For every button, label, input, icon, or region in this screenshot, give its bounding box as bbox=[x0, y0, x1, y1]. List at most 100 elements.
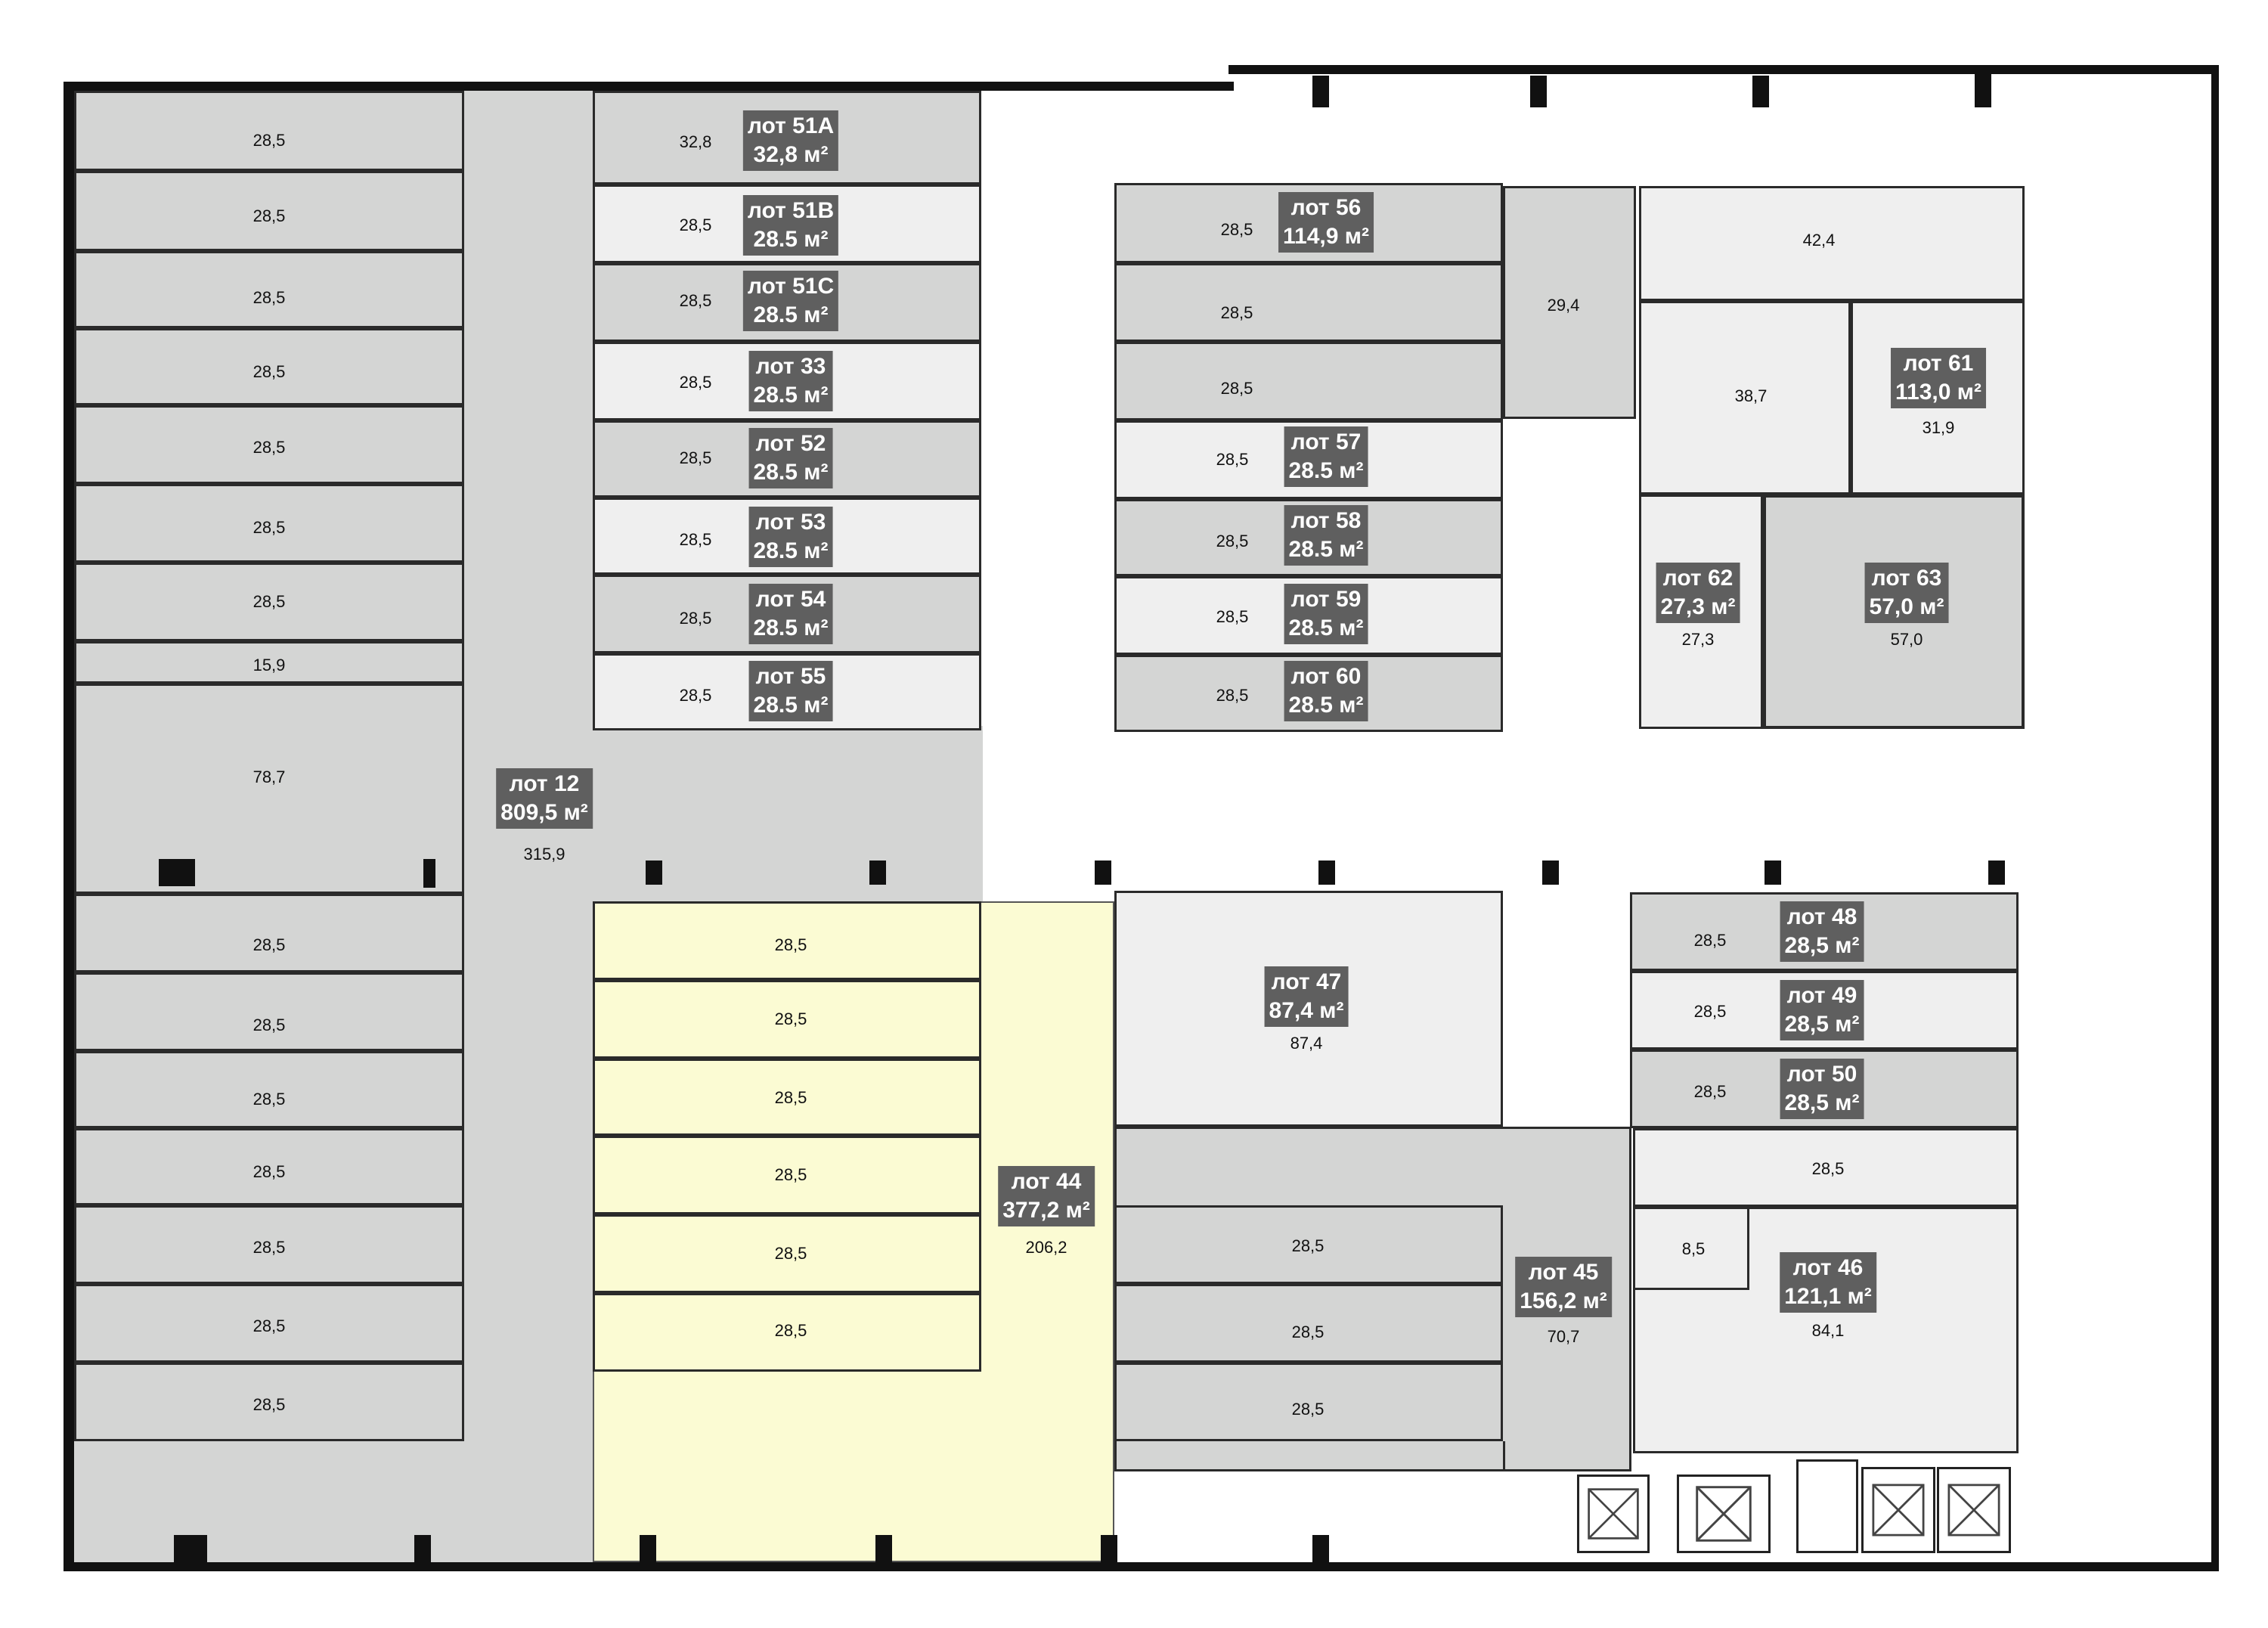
lot-area: 28.5 м² bbox=[753, 383, 829, 408]
lot-name: лот 12 bbox=[509, 771, 580, 796]
lot-tag-12[interactable]: лот 12 809,5 м² bbox=[496, 768, 593, 829]
open-area-top bbox=[981, 91, 2211, 181]
lot-44-cell-3[interactable] bbox=[593, 1059, 981, 1136]
lot-area: 114,9 м² bbox=[1283, 224, 1369, 249]
lot-area: 28.5 м² bbox=[753, 616, 829, 640]
lot-name: лот 50 bbox=[1786, 1062, 1857, 1087]
pillar bbox=[1988, 861, 2005, 885]
lot-44-cell-4[interactable] bbox=[593, 1136, 981, 1214]
area-label: 28,5 bbox=[1216, 607, 1249, 626]
left-unit-14[interactable] bbox=[74, 1205, 464, 1284]
pillar bbox=[423, 859, 435, 888]
pillar bbox=[1542, 861, 1559, 885]
lot-44-cell-6[interactable] bbox=[593, 1293, 981, 1372]
left-unit-6[interactable] bbox=[74, 484, 464, 563]
lift-cross-icon bbox=[1872, 1484, 1925, 1537]
unit-lot-61[interactable] bbox=[1851, 301, 2025, 495]
area-label: 28,5 bbox=[253, 1238, 286, 1257]
left-unit-12[interactable] bbox=[74, 1051, 464, 1128]
area-label: 29,4 bbox=[1547, 296, 1580, 315]
lift-cross-icon bbox=[1588, 1488, 1639, 1540]
unit-45-a[interactable] bbox=[1114, 1205, 1503, 1284]
lot-44-cell-1[interactable] bbox=[593, 901, 981, 980]
left-unit-7[interactable] bbox=[74, 563, 464, 641]
left-unit-5[interactable] bbox=[74, 405, 464, 484]
unit-8-5[interactable] bbox=[1633, 1207, 1749, 1290]
area-label: 28,5 bbox=[253, 935, 286, 954]
lot-44-cell-2[interactable] bbox=[593, 980, 981, 1059]
lift-shaft-3 bbox=[1861, 1467, 1935, 1553]
left-unit-3[interactable] bbox=[74, 251, 464, 328]
lot-name: лот 46 bbox=[1792, 1255, 1864, 1280]
outer-wall-right bbox=[2211, 65, 2219, 1571]
unit-28-5-b[interactable] bbox=[1633, 1128, 2019, 1207]
lot-name: лот 55 bbox=[755, 664, 826, 689]
left-unit-2[interactable] bbox=[74, 171, 464, 251]
area-label: 28,5 bbox=[253, 1162, 286, 1181]
lot-name: лот 62 bbox=[1662, 566, 1734, 591]
left-unit-9[interactable] bbox=[74, 684, 464, 894]
area-label: 28,5 bbox=[679, 291, 712, 310]
unit-56-c[interactable] bbox=[1114, 342, 1503, 420]
lot-area: 809,5 м² bbox=[500, 800, 588, 825]
outer-wall-left bbox=[64, 82, 74, 1571]
pillar bbox=[1312, 1535, 1329, 1568]
lot-area: 28.5 м² bbox=[1288, 693, 1364, 718]
left-unit-15[interactable] bbox=[74, 1284, 464, 1363]
area-label: 57,0 bbox=[1890, 630, 1923, 649]
unit-42-4[interactable] bbox=[1639, 186, 2025, 301]
stairs bbox=[1796, 1459, 1858, 1553]
unit-38-7[interactable] bbox=[1639, 301, 1851, 495]
lot-name: лот 44 bbox=[1011, 1169, 1082, 1194]
lot-44-cell-5[interactable] bbox=[593, 1214, 981, 1293]
lot-area: 28.5 м² bbox=[1288, 537, 1364, 562]
left-unit-4[interactable] bbox=[74, 328, 464, 405]
area-label: 28,5 bbox=[1291, 1400, 1325, 1419]
left-unit-10[interactable] bbox=[74, 894, 464, 972]
area-label: 28,5 bbox=[679, 448, 712, 467]
unit-56-b[interactable] bbox=[1114, 263, 1503, 342]
outer-wall-top-left bbox=[64, 82, 1234, 91]
lot-tag-47[interactable]: лот 47 87,4 м² bbox=[1264, 966, 1349, 1027]
lot-area: 28.5 м² bbox=[753, 302, 829, 327]
left-unit-8[interactable] bbox=[74, 641, 464, 684]
unit-45-b[interactable] bbox=[1114, 1284, 1503, 1363]
left-unit-11[interactable] bbox=[74, 972, 464, 1051]
area-label: 87,4 bbox=[1290, 1034, 1323, 1053]
unit-29-4[interactable] bbox=[1503, 186, 1636, 419]
pillar bbox=[1312, 76, 1329, 107]
area-label: 28,5 bbox=[1220, 379, 1253, 398]
lot-name: лот 47 bbox=[1271, 969, 1342, 994]
unit-45-c[interactable] bbox=[1114, 1363, 1503, 1441]
left-unit-13[interactable] bbox=[74, 1128, 464, 1205]
area-label: 28,5 bbox=[253, 592, 286, 611]
left-unit-1[interactable] bbox=[74, 91, 464, 171]
lot-name: лот 53 bbox=[755, 510, 826, 535]
unit-45-d[interactable] bbox=[1503, 1441, 1631, 1471]
left-unit-16[interactable] bbox=[74, 1363, 464, 1441]
lot-tag-51c[interactable]: лот 51C 28.5 м² bbox=[742, 271, 839, 331]
lot-name: лот 51C bbox=[747, 274, 835, 299]
lot-area: 87,4 м² bbox=[1269, 998, 1344, 1023]
